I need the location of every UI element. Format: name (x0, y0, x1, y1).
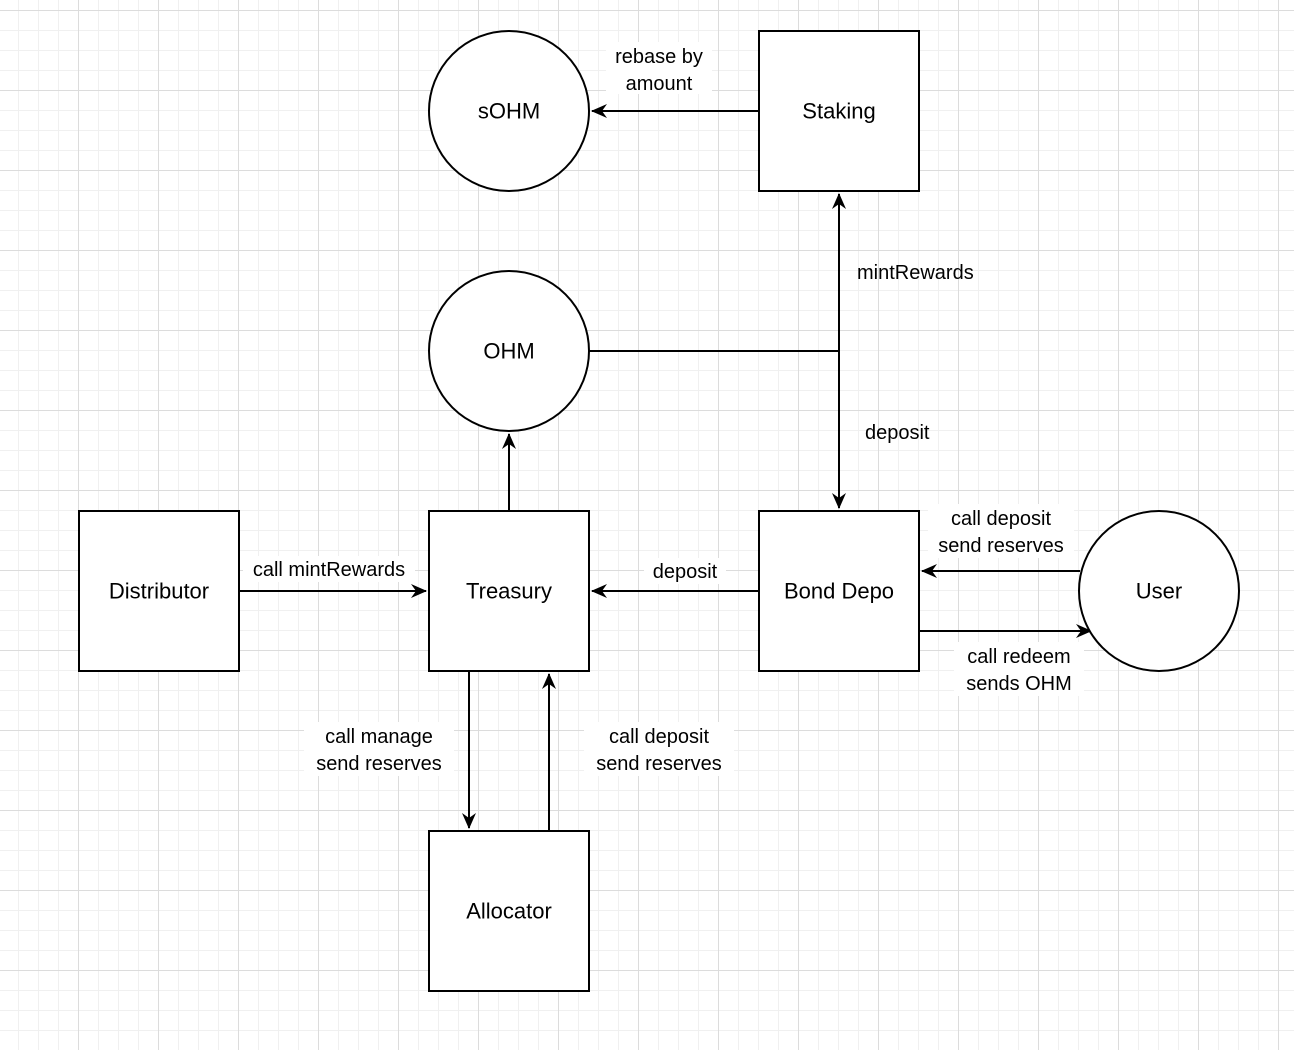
node-allocator-label: Allocator (466, 899, 552, 924)
edge-label-redeem-line2: sends OHM (966, 673, 1072, 695)
edge-label-mint-rewards: mintRewards (857, 262, 974, 284)
edge-label-bg-redeem (954, 642, 1084, 696)
node-sohm-circle (428, 30, 590, 192)
edge-label-call-mint-rewards: call mintRewards (253, 559, 405, 581)
edge-label-user-deposit-line1: call deposit (951, 508, 1052, 530)
edge-label-alloc-deposit-line2: send reserves (596, 753, 722, 775)
edge-label-bg-alloc-deposit (584, 722, 734, 776)
node-staking-label: Staking (802, 99, 875, 124)
edge-label-manage-line2: send reserves (316, 753, 442, 775)
edge-label-rebase-line2: amount (626, 73, 693, 95)
node-distributor-box (78, 510, 240, 672)
edge-label-bg-manage (304, 722, 454, 776)
edge-label-user-deposit-line2: send reserves (938, 535, 1064, 557)
node-staking-box (758, 30, 920, 192)
node-treasury-label: Treasury (466, 579, 552, 604)
node-treasury-box (428, 510, 590, 672)
node-ohm-label: OHM (483, 339, 534, 364)
edge-label-bg-rebase (606, 42, 712, 94)
node-ohm-circle (428, 270, 590, 432)
edge-label-redeem-line1: call redeem (967, 646, 1070, 668)
node-bond-depo-box (758, 510, 920, 672)
edge-label-rebase-line1: rebase by (615, 46, 703, 68)
node-allocator-box (428, 830, 590, 992)
edge-label-bond-deposit: deposit (653, 561, 718, 583)
node-sohm-label: sOHM (478, 99, 540, 124)
node-bond-depo-label: Bond Depo (784, 579, 894, 604)
edge-label-bg-bond-deposit (644, 558, 726, 584)
edge-label-bg-call-mint-rewards (243, 556, 415, 582)
node-distributor-label: Distributor (109, 579, 209, 604)
edge-label-alloc-deposit-line1: call deposit (609, 726, 710, 748)
edge-label-manage-line1: call manage (325, 726, 433, 748)
edge-label-bg-user-deposit (928, 504, 1074, 558)
node-user-circle (1078, 510, 1240, 672)
edge-label-ohm-deposit: deposit (865, 422, 930, 444)
node-user-label: User (1136, 579, 1182, 604)
